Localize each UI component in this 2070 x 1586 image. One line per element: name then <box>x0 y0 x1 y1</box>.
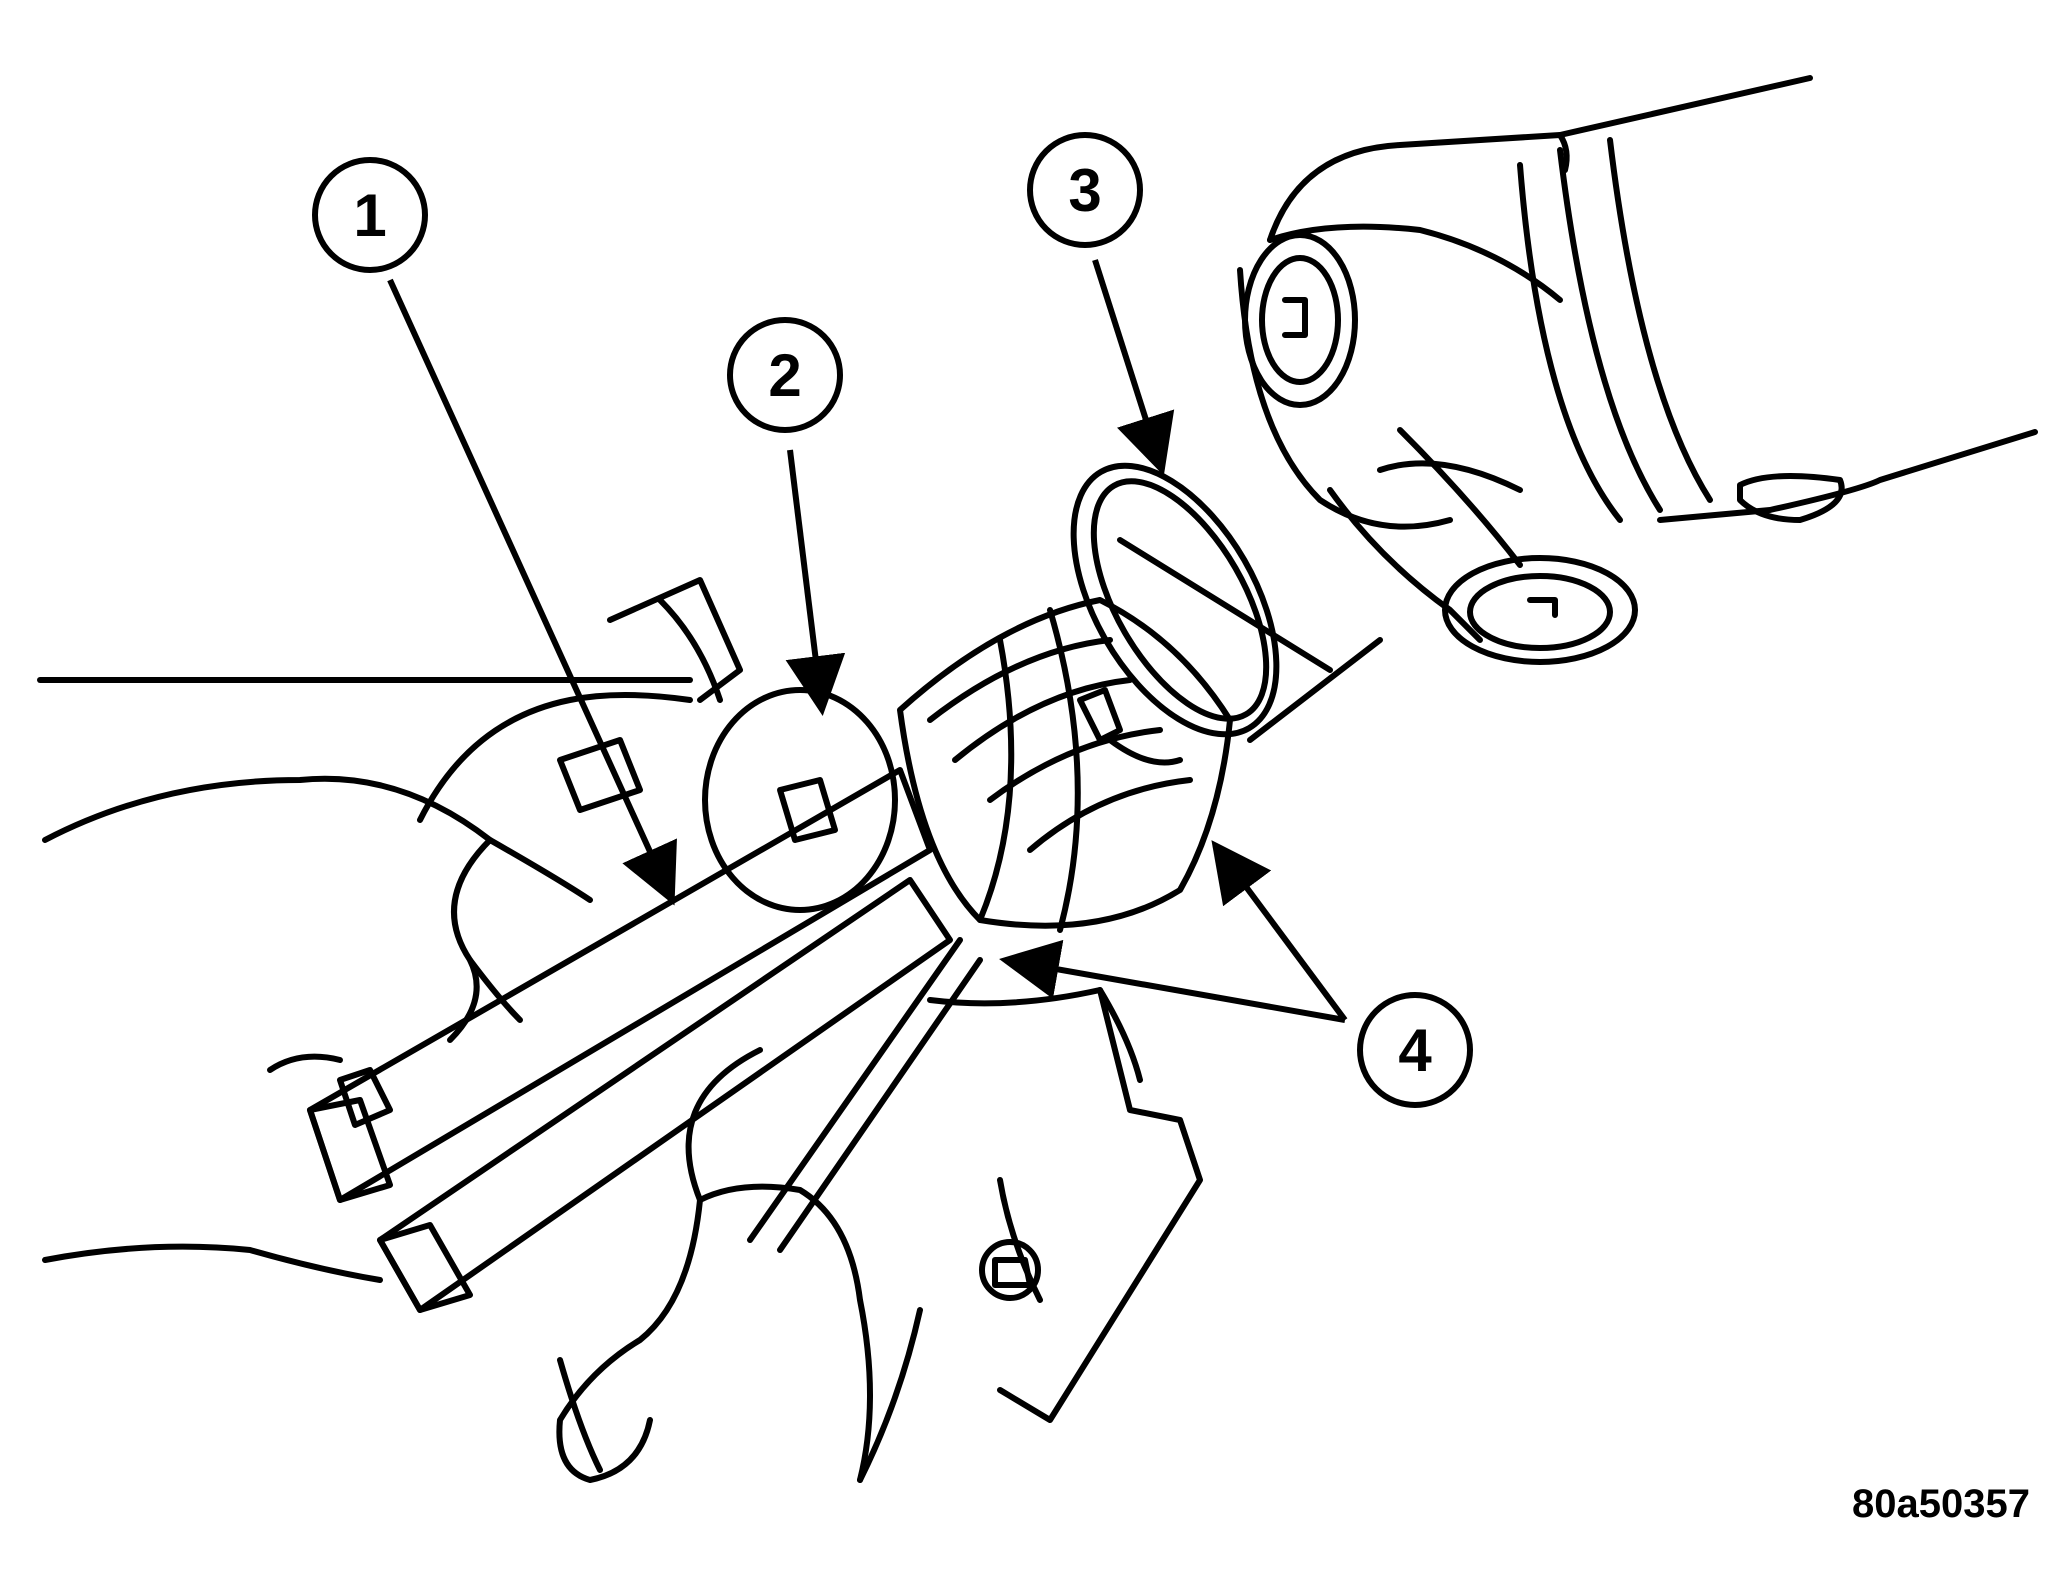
lower-bracket <box>927 987 1203 1423</box>
rubber-boot <box>897 597 1233 933</box>
u-joint-yoke <box>1237 223 1638 665</box>
callout-2-number: 2 <box>768 342 801 409</box>
gear-housing <box>417 577 898 913</box>
leader-line-1 <box>387 278 677 906</box>
right-hand <box>556 937 983 1483</box>
callout-2: 2 <box>727 317 843 433</box>
figure-id-label: 80a50357 <box>1852 1482 2030 1526</box>
callout-4: 4 <box>1357 992 1473 1108</box>
callout-3-number: 3 <box>1068 157 1101 224</box>
steering-shaft <box>1267 75 2038 523</box>
callout-4-number: 4 <box>1398 1017 1432 1084</box>
leader-line-2 <box>785 449 846 716</box>
leader-line-4a <box>1211 840 1348 1022</box>
clamp-ring <box>1070 462 1383 743</box>
callout-1: 1 <box>312 157 428 273</box>
leader-lines <box>387 259 1348 1023</box>
leader-line-3 <box>1092 259 1175 476</box>
left-hand <box>42 775 593 1283</box>
callout-3: 3 <box>1027 132 1143 248</box>
clamp-tool <box>307 767 953 1313</box>
callout-1-number: 1 <box>353 182 386 249</box>
leader-line-4b <box>999 939 1346 1023</box>
